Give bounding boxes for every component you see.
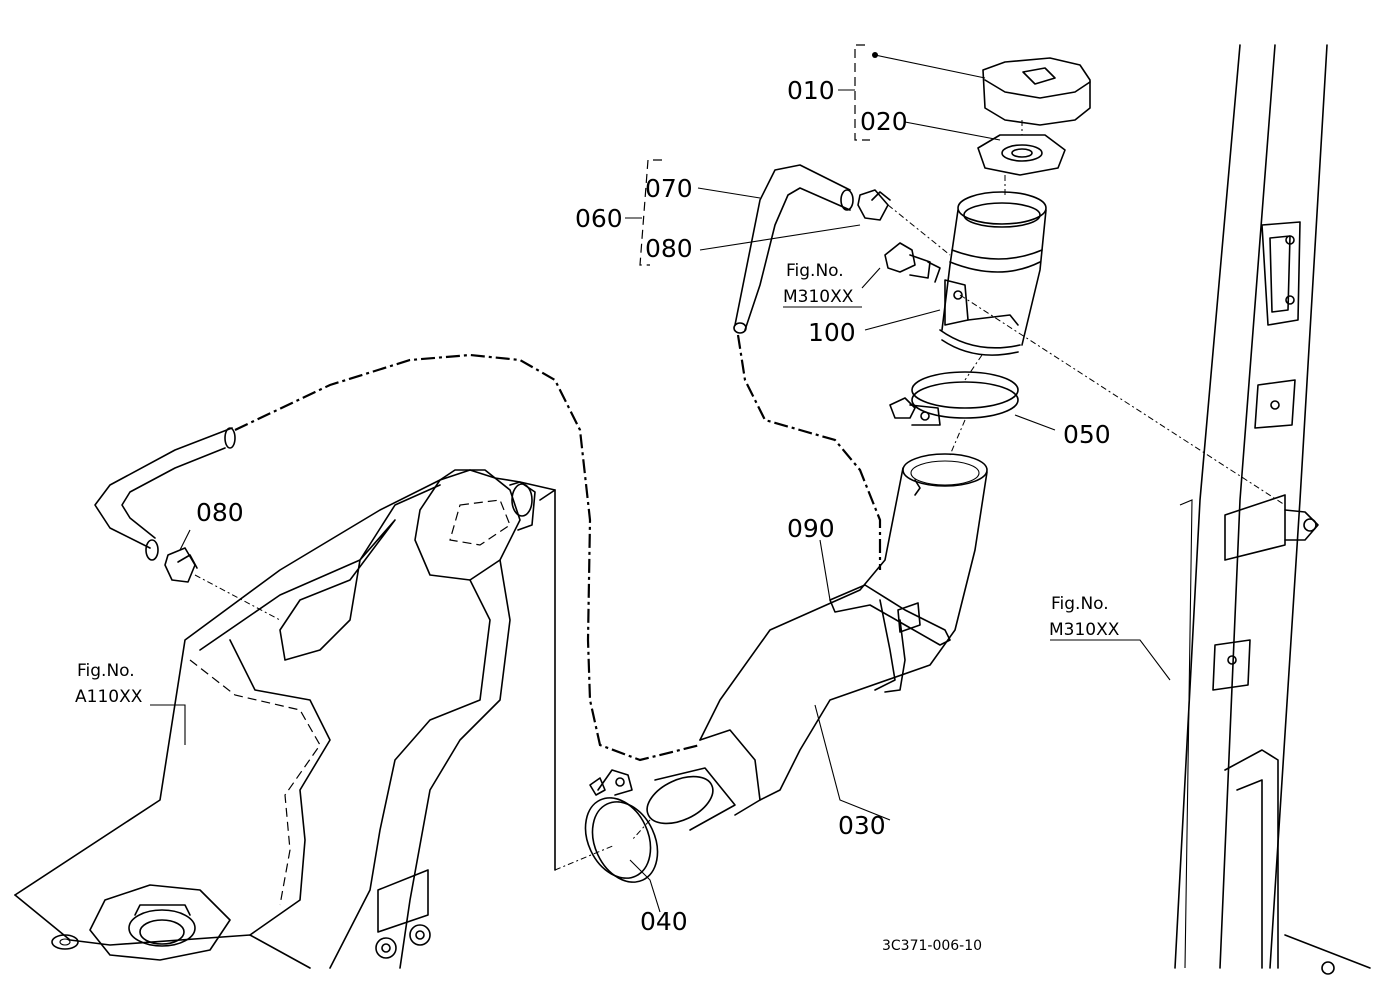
fig-label-left: Fig.No. (77, 661, 135, 681)
label-010: 010 (787, 76, 835, 105)
fig-ref-m310-right: M310XX (1049, 620, 1120, 640)
figure-references: Fig.No. M310XX Fig.No. M310XX Fig.No. A1… (75, 261, 1120, 707)
filler-neck (884, 57, 1091, 356)
leader-lines (150, 52, 1286, 913)
label-100: 100 (808, 318, 856, 347)
label-090: 090 (787, 514, 835, 543)
fuel-tank (14, 469, 556, 969)
breather-hose-left (94, 427, 236, 583)
label-080-upper: 080 (645, 234, 693, 263)
clamp-040 (584, 769, 659, 883)
label-040: 040 (640, 907, 688, 936)
label-070: 070 (645, 174, 693, 203)
routing-line (234, 353, 701, 762)
fig-label-top: Fig.No. (786, 261, 844, 281)
frame-pillar (1174, 44, 1371, 975)
label-050: 050 (1063, 420, 1111, 449)
brackets (625, 44, 870, 266)
diagram-code: 3C371-006-10 (882, 938, 982, 954)
label-030: 030 (838, 811, 886, 840)
breather-hose-070 (733, 164, 891, 334)
clamp-050 (889, 371, 1019, 426)
label-060: 060 (575, 204, 623, 233)
fig-ref-a110: A110XX (75, 687, 143, 707)
hose-030 (646, 453, 988, 831)
part-labels: 010 020 060 070 080 100 050 080 090 030 … (196, 76, 1111, 936)
label-020: 020 (860, 107, 908, 136)
routing-line-upper (736, 334, 882, 570)
label-080-lower: 080 (196, 498, 244, 527)
fig-label-right: Fig.No. (1051, 594, 1109, 614)
fig-ref-m310-top: M310XX (783, 287, 854, 307)
